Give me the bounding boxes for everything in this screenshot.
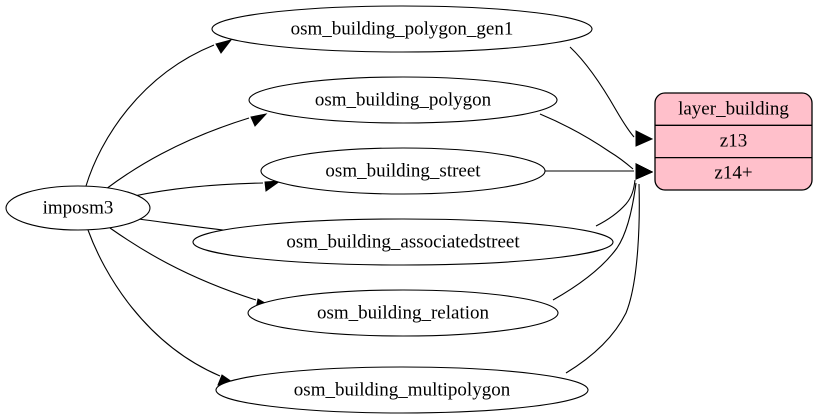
edge-group-tables-to-layer [539, 46, 654, 374]
edge-path [105, 117, 250, 190]
node-shape-ellipse [260, 147, 546, 195]
edge-imposm3-to-osm_building_multipolygon [87, 229, 237, 386]
edge-imposm3-to-osm_building_polygon_gen1 [85, 39, 233, 187]
edge-osm_building_polygon-to-layer_z14 [539, 113, 654, 180]
edge-path [595, 179, 636, 227]
arrowhead-icon [250, 113, 268, 127]
layer-row-z14: z14+ [714, 162, 752, 183]
edge-path [565, 183, 640, 374]
edge-path [133, 182, 264, 197]
edge-imposm3-to-osm_building_polygon [105, 113, 268, 190]
edge-path [85, 44, 215, 187]
edge-osm_building_multipolygon-to-layer_z14 [565, 163, 654, 374]
node-label: osm_building_polygon_gen1 [291, 18, 514, 39]
arrowhead-icon [215, 39, 233, 54]
node-shape-ellipse [248, 76, 558, 124]
node-label: osm_building_street [325, 160, 481, 181]
edge-path [109, 227, 257, 301]
layer-box-shape [654, 92, 813, 191]
layer-row-z13: z13 [720, 130, 747, 151]
node-osm_building_relation[interactable]: osm_building_relation [247, 289, 559, 337]
node-shape-ellipse [5, 185, 151, 231]
node-label: osm_building_associatedstreet [286, 231, 520, 252]
node-shape-ellipse [192, 218, 614, 266]
node-layer_building[interactable]: layer_building z13 z14+ [654, 92, 813, 191]
edge-imposm3-to-osm_building_street [133, 180, 282, 197]
edge-path [539, 113, 634, 170]
arrowhead-icon [635, 163, 654, 180]
edge-path [137, 218, 232, 232]
node-shape-ellipse [215, 366, 589, 414]
node-osm_building_associatedstreet[interactable]: osm_building_associatedstreet [192, 218, 614, 266]
edge-path [87, 229, 221, 377]
node-osm_building_multipolygon[interactable]: osm_building_multipolygon [215, 366, 589, 414]
arrowhead-icon [264, 180, 282, 192]
edge-osm_building_polygon_gen1-to-layer_z13 [569, 46, 654, 147]
node-label: osm_building_multipolygon [294, 379, 511, 400]
node-label: osm_building_polygon [315, 89, 492, 110]
layer-row-title: layer_building [678, 98, 789, 119]
edge-path [569, 46, 635, 138]
node-shape-ellipse [247, 289, 559, 337]
node-shape-ellipse [211, 5, 593, 53]
node-osm_building_polygon[interactable]: osm_building_polygon [248, 76, 558, 124]
node-label: imposm3 [43, 197, 114, 218]
node-osm_building_polygon_gen1[interactable]: osm_building_polygon_gen1 [211, 5, 593, 53]
node-imposm3[interactable]: imposm3 [5, 185, 151, 231]
node-label: osm_building_relation [317, 302, 490, 323]
arrowhead-icon [635, 130, 654, 147]
node-osm_building_street[interactable]: osm_building_street [260, 147, 546, 195]
edge-path [552, 182, 637, 301]
